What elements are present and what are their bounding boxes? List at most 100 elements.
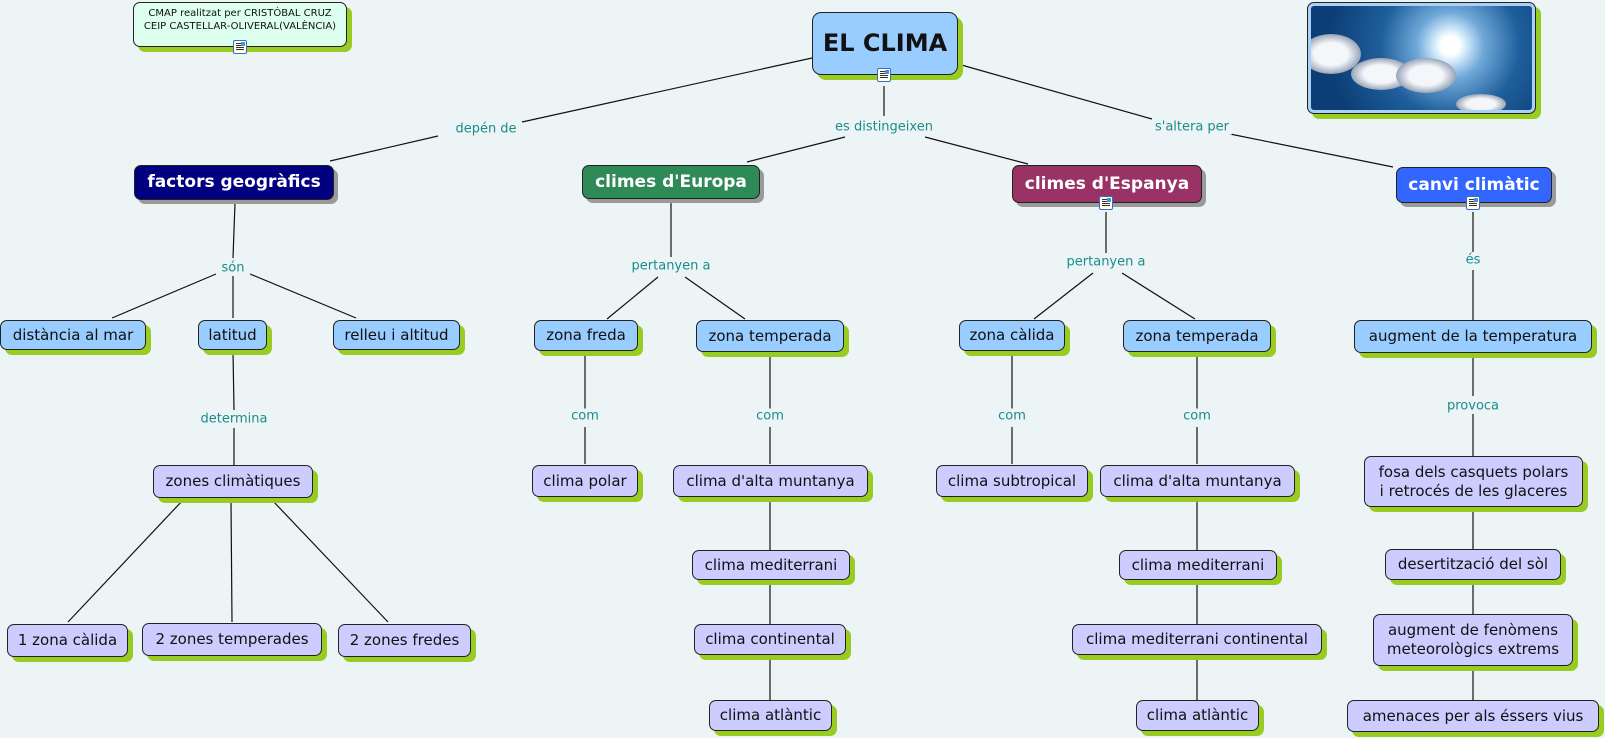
link-determina: determina: [197, 411, 271, 427]
espanya-title: climes d'Espanya: [1024, 173, 1190, 194]
edge: [230, 499, 233, 623]
root-concept[interactable]: EL CLIMA: [812, 12, 958, 75]
concept-clima-atlantic[interactable]: clima atlàntic: [1136, 700, 1259, 731]
concept-clima-mediterrani[interactable]: clima mediterrani: [1119, 550, 1277, 580]
link-son: són: [218, 260, 248, 276]
link-com: com: [1180, 408, 1214, 424]
edge: [684, 276, 746, 320]
concept-zones-climatiques[interactable]: zones climàtiques: [153, 465, 313, 498]
document-icon[interactable]: [233, 40, 247, 54]
concept-clima-alta-muntanya[interactable]: clima d'alta muntanya: [1100, 465, 1295, 497]
concept-clima-polar[interactable]: clima polar: [532, 465, 638, 497]
concept-distancia-al-mar[interactable]: distància al mar: [0, 320, 146, 350]
concept-climes-espanya[interactable]: climes d'Espanya: [1012, 165, 1202, 203]
concept-desertitzacio[interactable]: desertització del sòl: [1385, 549, 1561, 580]
concept-label: latitud: [208, 325, 257, 344]
concept-label: relleu i altitud: [344, 325, 449, 344]
concept-zona-calida[interactable]: zona càlida: [959, 320, 1065, 351]
link-s-altera-per: s'altera per: [1151, 119, 1233, 135]
edge: [1033, 272, 1094, 320]
credit-line-1: CMAP realitzat per CRISTÓBAL CRUZ: [148, 7, 332, 19]
concept-zones-fredes[interactable]: 2 zones fredes: [338, 624, 471, 657]
concept-label: zones climàtiques: [165, 472, 301, 490]
link-es: és: [1462, 252, 1484, 268]
concept-clima-subtropical[interactable]: clima subtropical: [936, 465, 1088, 497]
concept-label: clima mediterrani: [704, 555, 838, 574]
link-com: com: [568, 408, 602, 424]
edge: [1229, 133, 1394, 168]
concept-label: 2 zones fredes: [349, 631, 460, 649]
concept-label: 1 zona càlida: [17, 631, 118, 649]
concept-clima-alta-muntanya[interactable]: clima d'alta muntanya: [673, 465, 868, 497]
link-provoca: provoca: [1443, 398, 1503, 414]
concept-label: zona temperada: [708, 326, 832, 345]
concept-factors-geografics[interactable]: factors geogràfics: [134, 165, 334, 200]
edge: [232, 202, 236, 259]
concept-clima-mediterrani-continental[interactable]: clima mediterrani continental: [1072, 624, 1322, 655]
concept-augment-temperatura[interactable]: augment de la temperatura: [1354, 320, 1592, 353]
concept-label: zona freda: [546, 326, 626, 344]
concept-label: clima d'alta muntanya: [1113, 471, 1282, 490]
edge: [249, 273, 357, 319]
concept-climes-europa[interactable]: climes d'Europa: [582, 165, 760, 199]
edge: [271, 499, 389, 623]
edge: [521, 57, 813, 123]
edge: [329, 135, 439, 162]
concept-zona-temperada[interactable]: zona temperada: [1123, 320, 1271, 352]
concept-clima-atlantic[interactable]: clima atlàntic: [709, 700, 832, 731]
concept-zona-temperada[interactable]: zona temperada: [696, 320, 844, 352]
concept-label: clima d'alta muntanya: [686, 471, 855, 490]
concept-label: distància al mar: [12, 325, 134, 344]
edge: [924, 136, 1029, 165]
edge: [746, 136, 846, 163]
concept-label: augment de fenòmens: [1387, 621, 1559, 639]
link-pertanyen-a: pertanyen a: [1063, 254, 1149, 270]
concept-label: augment de la temperatura: [1368, 327, 1578, 345]
concept-label: 2 zones temperades: [155, 630, 309, 648]
edge: [67, 499, 184, 623]
concept-label: clima subtropical: [947, 471, 1077, 490]
concept-label: fosa dels casquets polars: [1378, 462, 1569, 481]
concept-clima-continental[interactable]: clima continental: [694, 624, 846, 655]
concept-label: zona temperada: [1135, 326, 1259, 345]
edge: [1121, 272, 1196, 320]
concept-clima-mediterrani[interactable]: clima mediterrani: [692, 550, 850, 580]
concept-zones-temperades[interactable]: 2 zones temperades: [142, 623, 322, 656]
factors-title: factors geogràfics: [147, 172, 321, 192]
concept-label: meteorològics extrems: [1386, 640, 1560, 658]
concept-label: clima atlàntic: [719, 706, 822, 724]
root-label: EL CLIMA: [822, 29, 948, 57]
canvi-title: canvi climàtic: [1408, 174, 1540, 195]
concept-canvi-climatic[interactable]: canvi climàtic: [1396, 167, 1552, 203]
concept-amenaces[interactable]: amenaces per als éssers vius: [1347, 700, 1599, 732]
concept-label: clima continental: [705, 630, 835, 648]
link-pertanyen-a: pertanyen a: [628, 258, 714, 274]
link-com: com: [753, 408, 787, 424]
concept-latitud[interactable]: latitud: [198, 320, 267, 350]
concept-label: i retrocés de les glaceres: [1379, 481, 1568, 500]
concept-label: clima mediterrani continental: [1086, 630, 1308, 648]
link-es-distingeixen: es distingeixen: [832, 119, 936, 135]
concept-zona-freda[interactable]: zona freda: [534, 320, 638, 351]
sky-image[interactable]: [1307, 2, 1536, 114]
document-icon[interactable]: [1466, 196, 1480, 210]
concept-label: zona càlida: [969, 326, 1055, 344]
concept-label: clima mediterrani: [1131, 555, 1265, 574]
concept-label: clima polar: [543, 471, 627, 490]
edge: [606, 276, 659, 320]
sun-icon: [1311, 6, 1532, 110]
edge: [111, 273, 217, 319]
edge: [957, 63, 1153, 120]
document-icon[interactable]: [877, 68, 891, 82]
concept-label: clima atlàntic: [1146, 706, 1249, 724]
concept-label: desertització del sòl: [1397, 555, 1549, 573]
concept-zona-calida[interactable]: 1 zona càlida: [7, 624, 128, 657]
document-icon[interactable]: [1099, 196, 1113, 210]
credit-line-2: CEIP CASTELLAR-OLIVERAL(VALÈNCIA): [143, 20, 337, 32]
concept-label: amenaces per als éssers vius: [1362, 706, 1584, 725]
concept-relleu-i-altitud[interactable]: relleu i altitud: [333, 320, 460, 350]
link-depen-de: depén de: [452, 121, 520, 137]
